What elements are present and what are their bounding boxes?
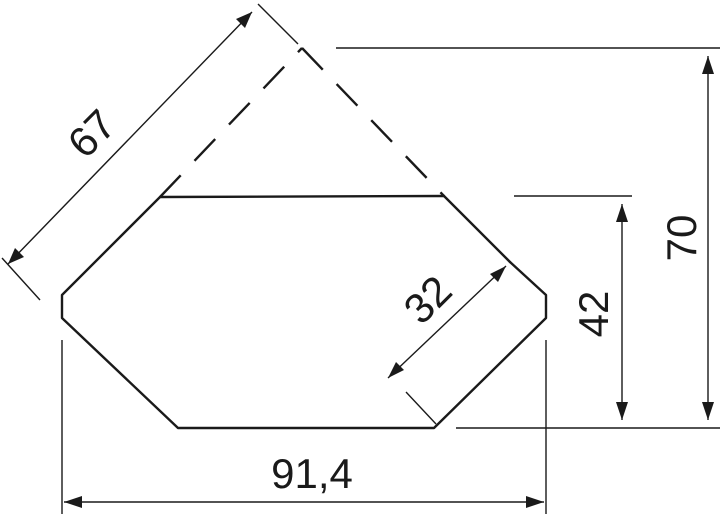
dimension-label-67: 67 — [59, 101, 125, 167]
arrowhead-67-top — [236, 12, 252, 28]
dimension-42: 42 — [514, 195, 632, 420]
dimension-70: 70 — [336, 47, 720, 429]
outline-inner-right-edge — [442, 194, 512, 264]
arrowhead-42-top — [616, 204, 628, 222]
arrowhead-32-top — [490, 266, 506, 282]
dim-line-32 — [387, 265, 507, 379]
dimension-91-4: 91,4 — [61, 340, 547, 514]
arrowhead-70-bottom — [702, 402, 714, 420]
dimension-32: 32 — [387, 265, 507, 425]
dimension-67: 67 — [1, 3, 299, 301]
arrowhead-32-bottom — [388, 362, 404, 378]
dimension-label-91-4: 91,4 — [271, 450, 353, 497]
dimension-label-32: 32 — [395, 267, 461, 333]
arrowhead-70-top — [702, 56, 714, 74]
dimension-label-70: 70 — [658, 215, 705, 262]
arrowhead-67-bottom — [8, 248, 24, 264]
arrowhead-width-left — [64, 496, 82, 508]
dim-line-67 — [7, 11, 253, 265]
dashed-right-edge — [301, 47, 445, 197]
arrowhead-42-bottom — [616, 402, 628, 420]
dimension-label-42: 42 — [570, 291, 617, 338]
ext-line-32-bottom — [405, 391, 437, 425]
dashed-left-edge — [159, 47, 303, 198]
ext-line-67-bottom — [1, 257, 41, 301]
ext-line-67-top — [257, 3, 299, 45]
arrowhead-width-right — [526, 496, 544, 508]
outline-left-top-edge — [60, 195, 548, 430]
basin-outline — [60, 194, 548, 430]
dashed-corner-outline — [159, 47, 445, 198]
basin-top-line — [158, 194, 446, 199]
